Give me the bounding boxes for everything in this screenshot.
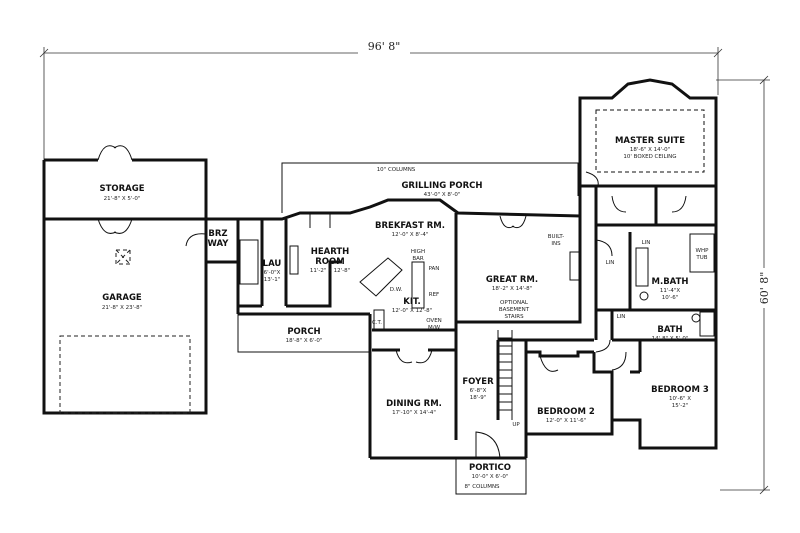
bath-linen-note: LIN xyxy=(617,314,626,320)
foyer-size-2: 18'-9" xyxy=(470,395,487,401)
door-swings xyxy=(309,171,687,459)
great-room-size: 18'-2" X 14'-8" xyxy=(492,286,532,292)
breakfast-room-label: BREKFAST RM. xyxy=(375,221,445,231)
bedroom-2-size: 12'-0" X 11'-6" xyxy=(546,418,586,424)
dishwasher-note: D.W. xyxy=(390,287,403,293)
portico-size: 10'-0" X 6'-0" xyxy=(472,474,509,480)
garage-wing xyxy=(42,145,238,415)
master-suite-label: MASTER SUITE xyxy=(615,136,685,146)
depth-dimension: 60' 8" xyxy=(758,272,771,305)
tub-note: TUB xyxy=(695,255,707,261)
optional-stairs-note-1: OPTIONAL xyxy=(500,300,529,306)
width-dim-bg xyxy=(358,40,410,54)
grilling-porch-label: GRILLING PORCH xyxy=(401,181,482,191)
width-dimension: 96' 8" xyxy=(368,40,401,53)
house-walls xyxy=(236,78,718,460)
kitchen-label: KIT. xyxy=(403,297,421,307)
built-ins-note-2: INS xyxy=(551,241,561,247)
porch-size: 18'-8" X 6'-0" xyxy=(286,338,323,344)
master-bath-size-2: 10'-6" xyxy=(662,295,679,301)
hearth-room-size: 11'-2" X 12'-8" xyxy=(310,268,350,274)
oven-note: OVEN xyxy=(426,318,442,324)
linen-note-2: LIN xyxy=(642,240,651,246)
built-ins-note-1: BUILT- xyxy=(548,234,565,240)
linen-note-1: LIN xyxy=(606,260,615,266)
master-suite-ceiling: 10' BOXED CEILING xyxy=(623,154,676,160)
depth-dim-bg xyxy=(756,268,772,308)
garage-size: 21'-8" X 23'-8" xyxy=(102,305,142,311)
bath-label: BATH xyxy=(657,325,682,335)
high-bar-note-1: HIGH xyxy=(411,249,425,255)
master-suite-size: 18'-6" X 14'-0" xyxy=(630,147,670,153)
dining-room-size: 17'-10" X 14'-4" xyxy=(392,410,436,416)
grilling-columns-note: 10" COLUMNS xyxy=(377,167,416,173)
bedroom-2-label: BEDROOM 2 xyxy=(537,407,595,417)
optional-stairs-note-3: STAIRS xyxy=(504,314,524,320)
optional-stairs-note-2: BASEMENT xyxy=(499,307,530,313)
portico-columns-note: 8" COLUMNS xyxy=(464,484,500,490)
storage-size: 21'-8" X 5'-0" xyxy=(104,196,141,202)
stairs-up-note: UP xyxy=(512,422,520,428)
garage-label: GARAGE xyxy=(102,293,142,303)
laundry-size-1: 6'-0"X xyxy=(264,270,281,276)
cooktop-note: C.T. xyxy=(372,320,382,326)
stairs xyxy=(497,330,513,420)
grilling-porch-size: 43'-0" X 8'-0" xyxy=(424,192,461,198)
whirlpool-note: WHP xyxy=(696,248,710,254)
bedroom-3-label: BEDROOM 3 xyxy=(651,385,709,395)
hearth-room-label-1: HEARTH xyxy=(311,247,350,257)
master-bath-label: M.BATH xyxy=(652,277,689,287)
dining-room-label: DINING RM. xyxy=(386,399,442,409)
dimension-lines: 96' 8" 60' 8" xyxy=(39,40,772,495)
bath-size: 14'-8" X 5'-0" xyxy=(652,336,689,342)
foyer-size-1: 6'-8"X xyxy=(470,388,487,394)
high-bar-note-2: BAR xyxy=(412,256,424,262)
laundry-label: LAU xyxy=(263,259,282,269)
porch-label: PORCH xyxy=(287,327,320,337)
bedroom-3-size-1: 10'-6" X xyxy=(669,396,691,402)
storage-label: STORAGE xyxy=(99,184,144,194)
pantry-note: PAN xyxy=(429,266,440,272)
porches xyxy=(237,109,705,495)
breakfast-room-size: 12'-0" X 8'-4" xyxy=(392,232,429,238)
kitchen-size: 12'-0" X 12'-8" xyxy=(392,308,432,314)
room-labels: STORAGE 21'-8" X 5'-0" GARAGE 21'-8" X 2… xyxy=(99,136,709,490)
refrigerator-note: REF xyxy=(429,292,439,298)
brz-way-label-1: BRZ xyxy=(208,229,227,239)
great-room-label: GREAT RM. xyxy=(486,275,538,285)
fixtures xyxy=(239,233,715,337)
portico-label: PORTICO xyxy=(469,463,511,473)
hearth-room-label-2: ROOM xyxy=(315,257,344,267)
laundry-size-2: 13'-1" xyxy=(264,277,281,283)
microwave-note: M/W xyxy=(428,325,441,331)
master-bath-size-1: 11'-4"X xyxy=(660,288,681,294)
brz-way-label-2: WAY xyxy=(208,239,230,249)
foyer-label: FOYER xyxy=(462,377,494,387)
bedroom-3-size-2: 15'-2" xyxy=(672,403,689,409)
